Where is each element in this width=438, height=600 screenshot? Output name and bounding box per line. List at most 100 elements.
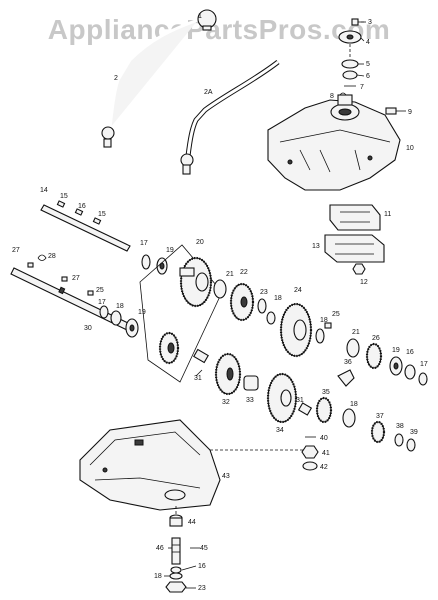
gear-cluster-20-box	[139, 244, 223, 383]
callout: 11	[384, 211, 391, 218]
bearing-19c[interactable]	[389, 356, 403, 376]
callout: 32	[222, 399, 230, 406]
callout: 17	[420, 361, 428, 368]
washer-18b[interactable]	[266, 311, 276, 325]
callout: 20	[196, 239, 204, 246]
callout-labels: 1 2 2A 3 4 5 6 7 8 9 10 11 13 12 14 15 1…	[12, 13, 428, 592]
callout: 19	[138, 309, 146, 316]
washer-6[interactable]	[342, 70, 358, 80]
callout: 35	[322, 389, 330, 396]
bearing-19a[interactable]	[156, 257, 168, 275]
callout: 18	[154, 573, 162, 580]
callout: 44	[188, 519, 196, 526]
key-16a[interactable]	[74, 208, 84, 216]
gear-20-lower[interactable]	[158, 331, 180, 365]
callout: 18	[274, 295, 282, 302]
callout: 16	[406, 349, 414, 356]
callout: 27	[72, 275, 80, 282]
callout: 5	[366, 61, 370, 68]
clip-28[interactable]	[37, 254, 47, 261]
collar-21b[interactable]	[346, 338, 360, 358]
callout: 23	[198, 585, 206, 592]
washer-42[interactable]	[302, 461, 318, 471]
gear-24[interactable]	[279, 302, 313, 358]
nut-12[interactable]	[352, 263, 366, 275]
gasket-5[interactable]	[341, 59, 359, 69]
key-27b[interactable]	[61, 276, 68, 282]
gear-22[interactable]	[229, 282, 255, 322]
gear-case-cover-10[interactable]	[267, 94, 401, 191]
nut-41[interactable]	[301, 445, 319, 459]
callout: 22	[240, 269, 248, 276]
leader-lines	[164, 21, 366, 589]
callout: 25	[332, 311, 340, 318]
callout: 31	[194, 375, 202, 382]
callout: 15	[60, 193, 68, 200]
callout: 4	[366, 39, 370, 46]
callout: 16	[78, 203, 86, 210]
shift-lever-2[interactable]	[101, 18, 199, 148]
washer-18a[interactable]	[110, 310, 122, 326]
washer-18e[interactable]	[315, 328, 325, 344]
bracket-11[interactable]	[329, 204, 381, 231]
washer-17c[interactable]	[418, 372, 428, 386]
gear-37[interactable]	[370, 420, 386, 444]
washer-39[interactable]	[406, 438, 416, 452]
callout: 8	[330, 93, 334, 100]
coupler-31a[interactable]	[193, 348, 209, 364]
callout: 13	[312, 243, 320, 250]
callout: 2	[114, 75, 118, 82]
collar-21a[interactable]	[213, 279, 227, 299]
gear-case-43[interactable]	[79, 419, 221, 511]
callout: 40	[320, 435, 328, 442]
seal-4[interactable]	[338, 30, 362, 44]
key-25b[interactable]	[324, 322, 332, 329]
spacer-33[interactable]	[243, 375, 259, 391]
washer-18d[interactable]	[169, 572, 183, 580]
callout: 24	[294, 287, 302, 294]
callout: 17	[98, 299, 106, 306]
collar-18c[interactable]	[342, 408, 356, 428]
washer-16c[interactable]	[170, 566, 182, 574]
callout: 31	[296, 397, 304, 404]
bearing-19b[interactable]	[125, 318, 139, 338]
washer-17a[interactable]	[141, 254, 151, 270]
gear-20[interactable]	[179, 256, 213, 308]
shift-lever-2a[interactable]	[180, 60, 280, 175]
bracket-13[interactable]	[324, 234, 385, 263]
callout: 14	[40, 187, 48, 194]
shaft-14[interactable]	[40, 204, 131, 252]
callout: 37	[376, 413, 384, 420]
pin-46[interactable]	[171, 537, 181, 565]
callout: 17	[140, 240, 148, 247]
gear-35[interactable]	[315, 396, 333, 424]
nut-23b[interactable]	[165, 581, 187, 593]
callout: 21	[226, 271, 234, 278]
callout: 6	[366, 73, 370, 80]
bolt-9[interactable]	[385, 107, 406, 115]
shift-lever-knob[interactable]	[197, 9, 217, 31]
key-15b[interactable]	[92, 217, 102, 225]
washer-23[interactable]	[257, 298, 267, 314]
key-15a[interactable]	[56, 200, 66, 208]
callout: 9	[408, 109, 412, 116]
key-25a[interactable]	[87, 290, 94, 296]
gear-32[interactable]	[214, 352, 242, 396]
callout: 45	[200, 545, 208, 552]
gear-26[interactable]	[365, 342, 383, 370]
key-27a[interactable]	[27, 262, 34, 268]
callout: 43	[222, 473, 230, 480]
fork-36[interactable]	[337, 369, 355, 387]
washer-38[interactable]	[394, 433, 404, 447]
bushing-44[interactable]	[169, 514, 183, 527]
callout: 33	[246, 397, 254, 404]
washer-17b[interactable]	[99, 305, 109, 319]
callout: 19	[166, 247, 174, 254]
callout: 38	[396, 423, 404, 430]
coupler-31b[interactable]	[297, 402, 313, 416]
gear-34[interactable]	[266, 372, 298, 424]
callout: 34	[276, 427, 284, 434]
callout: 10	[406, 145, 414, 152]
washer-16b[interactable]	[404, 364, 416, 380]
